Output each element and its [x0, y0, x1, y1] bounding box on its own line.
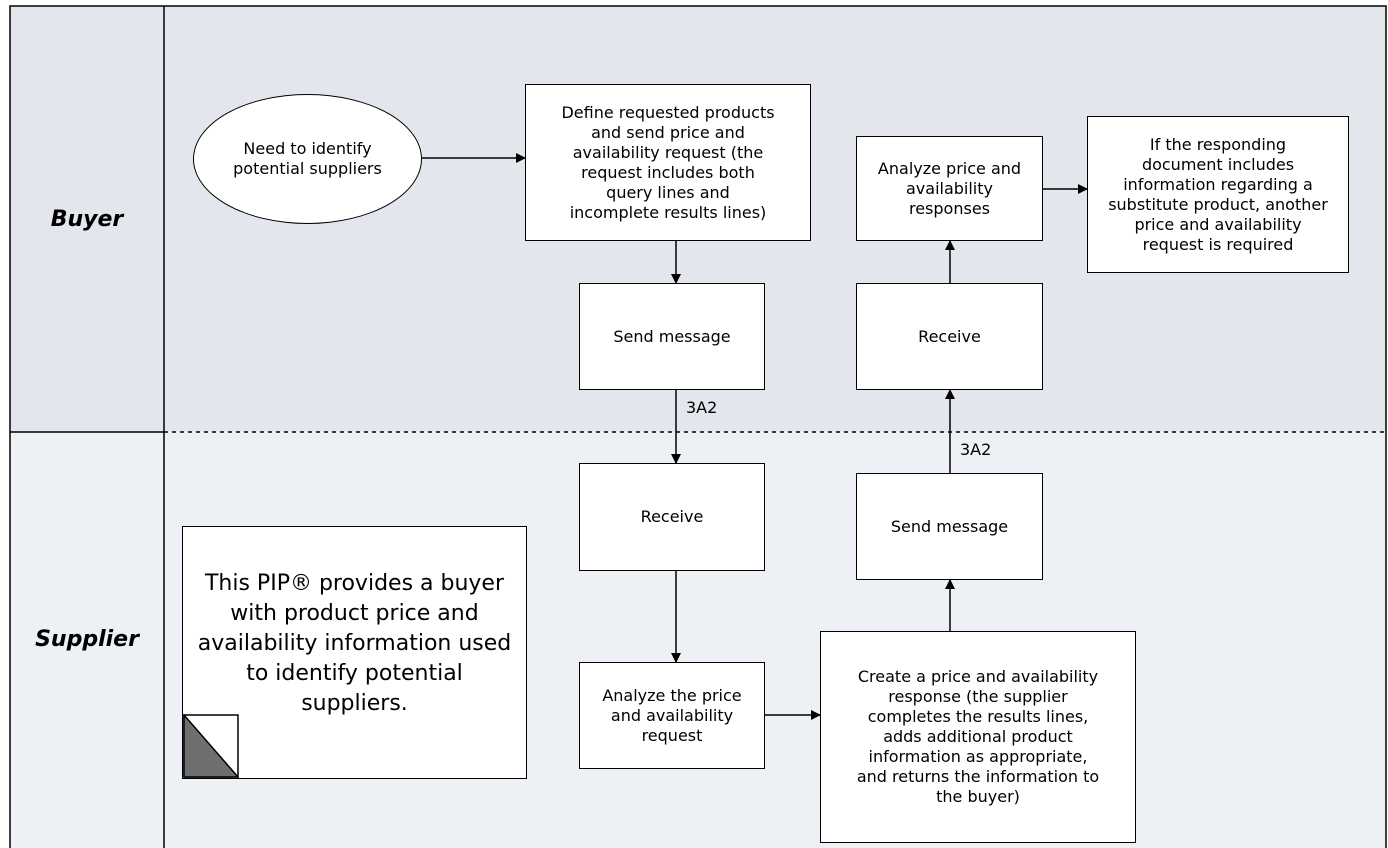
substitute-product-box: If the responding document includes info… [1087, 116, 1349, 273]
buyer-receive-box: Receive [856, 283, 1043, 390]
supplier-lane-label: Supplier [35, 627, 139, 652]
pip-note: This PIP® provides a buyer with product … [182, 526, 527, 779]
supplier-send-message-box: Send message [856, 473, 1043, 580]
analyze-responses-box: Analyze price and availability responses [856, 136, 1043, 241]
analyze-request-box: Analyze the price and availability reque… [579, 662, 765, 769]
start-need-suppliers: Need to identify potential suppliers [193, 94, 422, 224]
buyer-send-message-box: Send message [579, 283, 765, 390]
define-request-box: Define requested products and send price… [525, 84, 811, 241]
request-message-label: 3A2 [686, 398, 718, 417]
create-response-box: Create a price and availability response… [820, 631, 1136, 843]
buyer-lane-label: Buyer [50, 207, 124, 232]
pip-note-text: This PIP® provides a buyer with product … [197, 571, 512, 716]
response-message-label: 3A2 [960, 440, 992, 459]
note-corner-icon [183, 714, 239, 778]
note-corner-fold [183, 714, 239, 778]
supplier-receive-box: Receive [579, 463, 765, 571]
lane-frame [9, 5, 1387, 848]
